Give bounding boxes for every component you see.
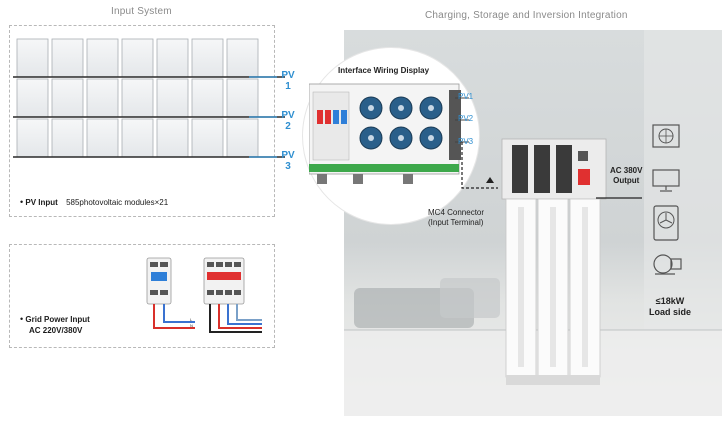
solar-module: [156, 78, 189, 118]
wiring-display-title: Interface Wiring Display: [338, 66, 430, 75]
pv-string-3-label: PV 3: [281, 150, 295, 172]
solar-module: [226, 78, 259, 118]
mc4-connector-line: [461, 142, 498, 189]
grid-power-box: [9, 244, 275, 348]
wiring-pv2-label: PV2: [458, 114, 474, 123]
svg-text:L: L: [190, 317, 193, 322]
pv-string-1-label: PV 1: [281, 70, 295, 92]
pv-input-box: [9, 25, 275, 217]
cooling-fan-hub: [428, 135, 434, 141]
circuit-breakers: L N: [146, 257, 262, 333]
cooling-fan-hub: [398, 105, 404, 111]
solar-module: [121, 38, 154, 78]
load-side-label: Load side: [649, 307, 692, 317]
solar-module: [16, 38, 49, 78]
solar-module: [51, 38, 84, 78]
pv-string-2-label: PV 2: [281, 110, 295, 132]
mc4-input-terminal-label: (Input Terminal): [428, 218, 484, 227]
pv-input-label: PV Input: [25, 198, 58, 207]
load-side-caption: ≤18kW Load side: [649, 296, 691, 318]
grid-input-caption: • Grid Power Input AC 220V/380V: [20, 314, 90, 335]
solar-module: [16, 78, 49, 118]
mc4-connector-label: MC4 Connector: [428, 208, 485, 217]
solar-module: [156, 38, 189, 78]
wiring-pv1-label: PV1: [458, 92, 474, 101]
solar-module: [191, 78, 224, 118]
solar-module: [191, 38, 224, 78]
room-scene: [344, 30, 722, 416]
solar-module: [191, 118, 224, 158]
load-power-label: ≤18kW: [655, 296, 685, 306]
solar-module: [121, 118, 154, 158]
storage-cabinet: [501, 138, 607, 385]
pv-modules-text: 585photovoltaic modules×21: [66, 198, 169, 207]
solar-module: [51, 78, 84, 118]
solar-panel-array: [13, 38, 285, 158]
input-system-title: Input System: [111, 6, 172, 17]
solar-module: [121, 78, 154, 118]
wiring-panel: [309, 83, 469, 184]
solar-module: [226, 118, 259, 158]
pump-icon: [653, 254, 682, 275]
cooling-fan-hub: [428, 105, 434, 111]
monitor-icon: [652, 169, 680, 192]
integration-title: Charging, Storage and Inversion Integrat…: [425, 10, 628, 21]
solar-module: [86, 38, 119, 78]
solar-module: [86, 118, 119, 158]
cooling-fan-hub: [398, 135, 404, 141]
solar-module: [51, 118, 84, 158]
pv-input-caption: • PV Input 585photovoltaic modules×21: [20, 197, 169, 207]
grid-voltage-label: AC 220V/380V: [29, 326, 83, 335]
svg-text:N: N: [190, 323, 193, 328]
air-conditioner-icon: [652, 124, 680, 148]
mc4-connector-caption: MC4 Connector (Input Terminal): [428, 208, 484, 228]
grid-input-label: Grid Power Input: [25, 315, 90, 324]
ac-output-line: [596, 197, 642, 199]
ac-output-label: Output: [613, 176, 640, 185]
solar-module: [226, 38, 259, 78]
ac-output-voltage-label: AC 380V: [610, 166, 643, 175]
cooling-fan-hub: [368, 135, 374, 141]
solar-module: [156, 118, 189, 158]
cooling-fan-hub: [368, 105, 374, 111]
ac-output-caption: AC 380V Output: [610, 166, 642, 186]
solar-module: [16, 118, 49, 158]
solar-module: [86, 78, 119, 118]
wiring-pv3-label: PV3: [458, 137, 474, 146]
fan-icon: [653, 205, 679, 241]
